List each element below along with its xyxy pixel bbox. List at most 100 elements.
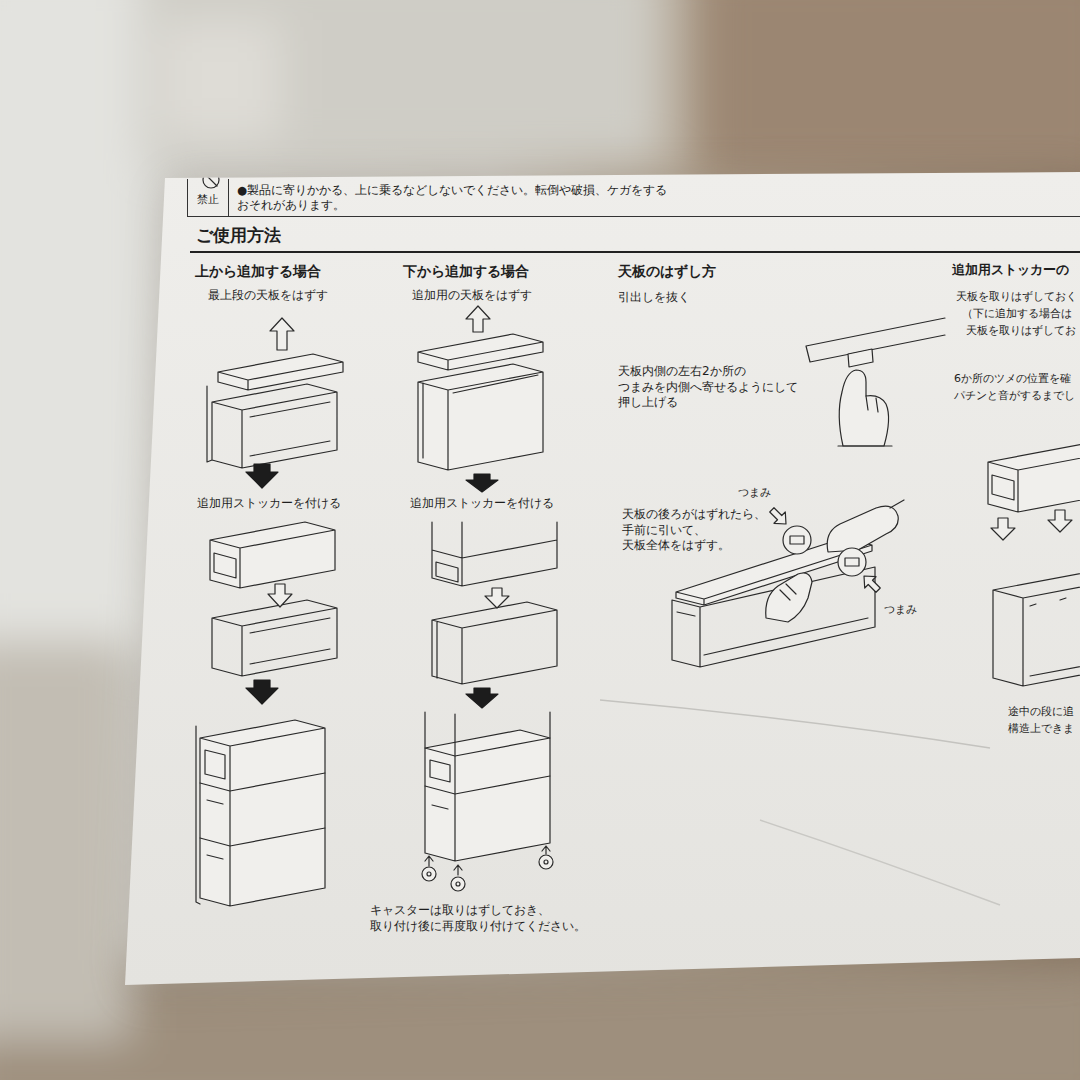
top-board-removal-figure	[790, 536, 804, 544]
step-text: 天板を取りはずしておく	[956, 290, 1077, 304]
stocker-attach-figure	[988, 444, 1080, 512]
prohibition-icon	[203, 172, 219, 188]
step-text: パチンと音がするまでし	[954, 389, 1075, 403]
add-from-bottom-figure	[425, 730, 550, 861]
add-from-top-figure	[207, 384, 337, 468]
drawer-pull-figure	[839, 370, 888, 446]
add-from-bottom-figure	[418, 334, 543, 370]
step-text: 追加用ストッカーを付ける	[197, 496, 341, 512]
caster-wheels	[454, 865, 462, 875]
step-text: 最上段の天板をはずす	[208, 288, 328, 304]
add-from-top-figure	[270, 318, 294, 350]
top-board-removal-figure	[672, 500, 904, 667]
caster-wheels	[422, 846, 553, 891]
section-heading: 上から追加する場合	[195, 262, 321, 280]
blurred-background	[160, 20, 280, 140]
paper-sheet	[125, 172, 1080, 991]
paper-crease	[760, 820, 1000, 905]
top-board-removal-figure	[766, 573, 812, 622]
stocker-attach-figure	[992, 475, 1014, 500]
blurred-background	[700, 0, 1080, 180]
note-text: 途中の段に追	[1008, 705, 1074, 719]
prohibition-icon	[205, 174, 217, 186]
paper-crease	[600, 700, 1000, 905]
drawer-pull-figure	[806, 318, 945, 362]
section-heading: 下から追加する場合	[403, 262, 529, 280]
printed-illustrations	[190, 172, 1080, 906]
caster-wheels	[542, 846, 550, 854]
stocker-attach-figure	[988, 444, 1080, 686]
add-from-bottom-figure	[466, 474, 498, 492]
note-text: 構造上できま	[1008, 722, 1074, 736]
top-board-removal-figure	[827, 506, 898, 552]
step-text: 追加用の天板をはずす	[412, 288, 532, 304]
caster-wheels	[451, 877, 465, 891]
top-board-removal-figure	[783, 526, 811, 554]
section-heading: 天板のはずし方	[618, 262, 716, 280]
warning-text: ●製品に寄りかかる、上に乗るなどしないでください。転倒や破損、ケガをする おそれ…	[229, 179, 687, 216]
caster-wheels	[456, 882, 460, 886]
top-board-removal-figure	[766, 504, 791, 529]
add-from-bottom-figure	[466, 306, 490, 332]
add-from-bottom-figure	[485, 588, 509, 608]
stocker-attach-figure	[1048, 510, 1072, 532]
section-heading: 追加用ストッカーの	[952, 262, 1069, 279]
section-title: ご使用方法	[196, 224, 281, 246]
add-from-bottom-figure	[418, 306, 557, 861]
paper-sheet	[125, 172, 1080, 985]
stocker-attach-figure	[993, 572, 1080, 686]
step-text: 追加用ストッカーを付ける	[410, 496, 554, 512]
add-from-top-figure	[218, 354, 343, 390]
blurred-background	[0, 0, 150, 660]
add-from-top-figure	[200, 720, 325, 906]
drawer-pull-figure	[848, 349, 873, 367]
callout-label: つまみ	[738, 486, 771, 500]
add-from-top-figure	[212, 600, 337, 676]
add-from-bottom-figure	[432, 522, 557, 586]
stocker-attach-figure	[991, 518, 1015, 540]
add-from-top-figure	[196, 726, 325, 904]
section-rule	[190, 252, 1080, 253]
prohibition-icon	[203, 172, 219, 188]
step-text: （下に追加する場合は	[962, 307, 1072, 321]
paper-crease	[600, 700, 990, 748]
add-from-top-figure	[268, 584, 292, 607]
caster-wheels	[544, 860, 548, 864]
step-text: 天板内側の左右2か所の つまみを内側へ寄せるようにして 押し上げる	[618, 364, 812, 411]
caster-wheels	[422, 867, 436, 881]
step-text: 引出しを抜く	[618, 290, 690, 306]
warning-row: 禁止●製品に寄りかかる、上に乗るなどしないでください。転倒や破損、ケガをする お…	[187, 179, 1080, 217]
add-from-bottom-figure	[432, 602, 557, 684]
add-from-top-figure	[196, 318, 343, 906]
add-from-top-figure	[246, 680, 278, 704]
add-from-bottom-figure	[466, 688, 498, 708]
section-rule	[190, 251, 1080, 253]
add-from-top-figure	[246, 464, 278, 488]
drawer-pull-figure	[806, 318, 945, 446]
add-from-bottom-figure	[425, 712, 550, 809]
caster-wheels	[539, 855, 553, 869]
blurred-background	[140, 0, 660, 160]
top-board-removal-figure	[845, 558, 859, 566]
prohibition-label: 禁止	[188, 179, 229, 216]
add-from-bottom-figure	[418, 364, 543, 470]
top-board-removal-figure	[858, 570, 883, 595]
caster-wheels	[425, 856, 433, 866]
step-text: 6か所のツメの位置を確	[954, 372, 1071, 386]
add-from-bottom-figure	[423, 375, 538, 458]
step-text: 天板を取りはずしてお	[966, 324, 1076, 338]
top-board-removal-figure	[838, 548, 866, 576]
drawer-pull-figure	[838, 396, 892, 446]
top-board-removal-figure	[780, 584, 796, 600]
add-from-top-figure	[210, 522, 335, 588]
add-from-top-figure	[214, 553, 236, 578]
callout-label: つまみ	[884, 603, 917, 617]
caster-note: キャスターは取りはずしておき、 取り付け後に再度取り付けてください。	[370, 903, 602, 934]
step-text: 天板の後ろがはずれたら、 手前に引いて、 天板全体をはずす。	[622, 507, 778, 554]
